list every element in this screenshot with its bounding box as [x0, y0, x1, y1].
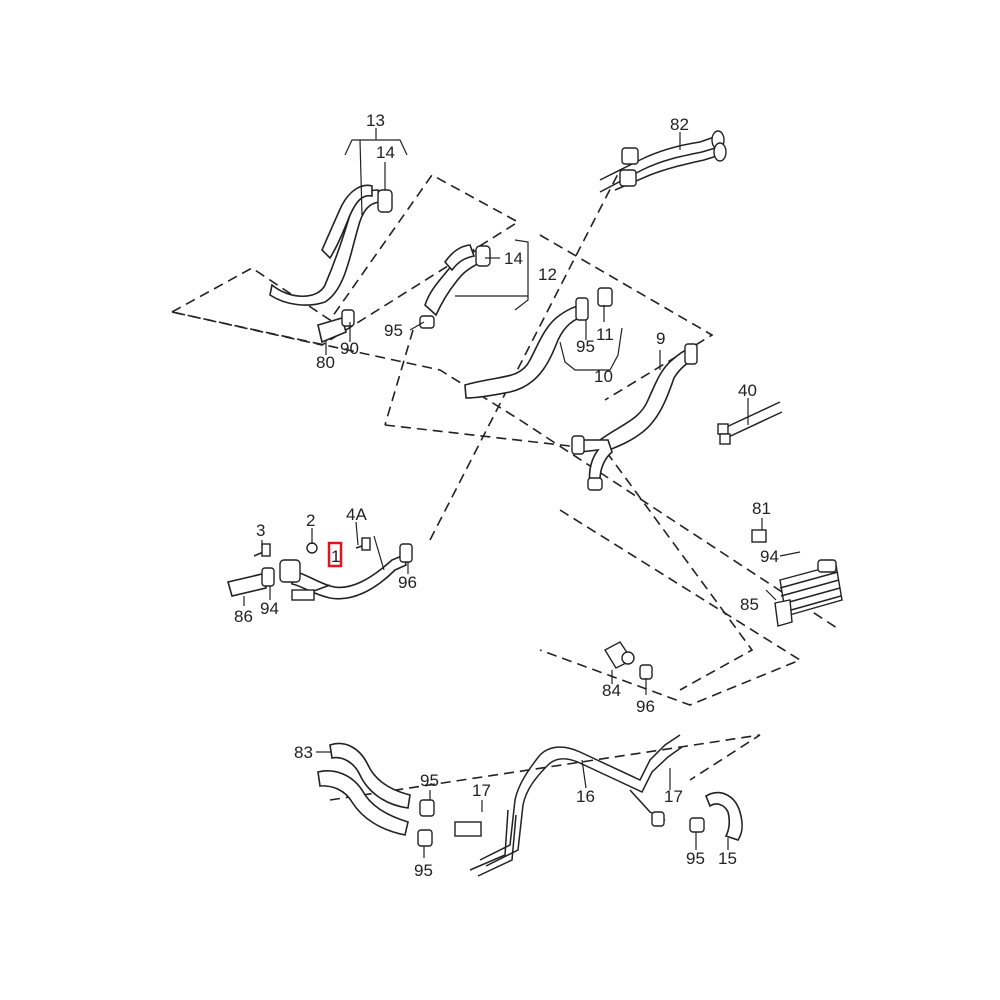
- part-40[interactable]: [717, 401, 783, 445]
- outline-center: [539, 509, 802, 706]
- pipe-82[interactable]: [599, 130, 727, 193]
- label-95-bottom: 95: [414, 861, 433, 880]
- leader-lines: [243, 128, 801, 858]
- label-15: 15: [718, 849, 737, 868]
- hose-15[interactable]: [689, 791, 743, 841]
- label-1: 1: [331, 547, 340, 566]
- highlight-box-1: [327, 541, 343, 568]
- part-labels: 13 14 82 14 12 80 90 95 95 11 10 9 40 3 …: [234, 111, 779, 880]
- hose-12[interactable]: [419, 244, 491, 329]
- hose-83[interactable]: [317, 742, 435, 847]
- label-13: 13: [366, 111, 385, 130]
- label-82: 82: [670, 115, 689, 134]
- leader-dash-2: [384, 329, 414, 426]
- label-11: 11: [596, 325, 614, 344]
- label-9: 9: [656, 329, 665, 348]
- label-17-left: 17: [472, 781, 491, 800]
- outline-right-b: [384, 424, 754, 691]
- label-85: 85: [740, 595, 759, 614]
- label-10: 10: [594, 367, 613, 386]
- leader-dash-1: [429, 169, 621, 541]
- label-94-left: 94: [260, 599, 279, 618]
- label-96-mid: 96: [636, 697, 655, 716]
- label-95-mid: 95: [576, 337, 595, 356]
- label-14-mid: 14: [504, 249, 523, 268]
- label-94-right: 94: [760, 547, 779, 566]
- label-84: 84: [602, 681, 621, 700]
- label-90: 90: [340, 339, 359, 358]
- label-2: 2: [306, 511, 315, 530]
- label-96-left: 96: [398, 573, 417, 592]
- label-95-right: 95: [686, 849, 705, 868]
- hose-10[interactable]: [464, 287, 613, 399]
- label-14-top: 14: [376, 143, 395, 162]
- label-83: 83: [294, 743, 313, 762]
- label-12: 12: [538, 265, 557, 284]
- oil-cooler-85[interactable]: [751, 529, 843, 627]
- label-16: 16: [576, 787, 595, 806]
- label-4a: 4A: [346, 505, 367, 524]
- pipe-1[interactable]: [279, 543, 413, 601]
- label-17-right: 17: [664, 787, 683, 806]
- label-80: 80: [316, 353, 335, 372]
- label-81: 81: [752, 499, 771, 518]
- label-95-top: 95: [384, 321, 403, 340]
- hose-13[interactable]: [269, 184, 393, 306]
- label-3: 3: [256, 521, 265, 540]
- label-40: 40: [738, 381, 757, 400]
- part-80[interactable]: [317, 309, 355, 344]
- label-95-lower: 95: [420, 771, 439, 790]
- label-86: 86: [234, 607, 253, 626]
- outline-lower: [329, 734, 761, 801]
- part-86[interactable]: [227, 567, 275, 597]
- outline-right-a: [539, 234, 714, 401]
- pipe-16[interactable]: [454, 734, 683, 877]
- hose-9[interactable]: [571, 343, 698, 491]
